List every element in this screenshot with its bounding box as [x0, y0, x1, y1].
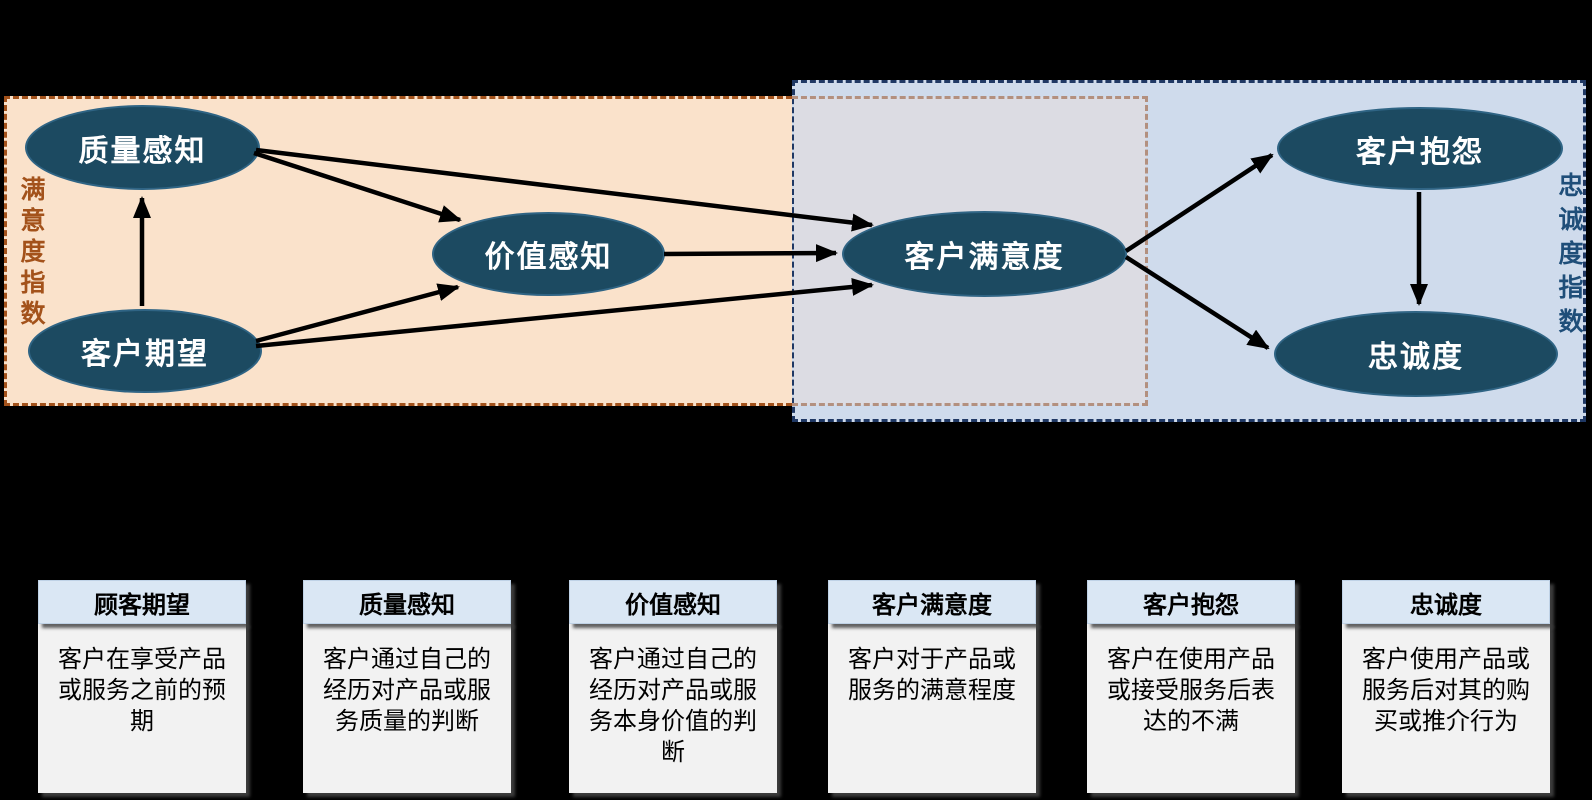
card-description: 客户通过自己的经历对产品或服务质量的判断 — [303, 622, 511, 793]
card-description: 客户在使用产品或接受服务后表达的不满 — [1087, 622, 1295, 793]
card-title: 价值感知 — [569, 580, 777, 624]
card-quality-perception: 质量感知 客户通过自己的经历对产品或服务质量的判断 — [303, 580, 511, 793]
card-customer-expectation: 顾客期望 客户在享受产品或服务之前的预期 — [38, 580, 246, 793]
node-customer-satisfaction: 客户满意度 — [842, 211, 1127, 297]
card-description: 客户通过自己的经历对产品或服务本身价值的判断 — [569, 622, 777, 793]
card-value-perception: 价值感知 客户通过自己的经历对产品或服务本身价值的判断 — [569, 580, 777, 793]
card-title: 客户满意度 — [828, 580, 1036, 624]
card-customer-satisfaction: 客户满意度 客户对于产品或服务的满意程度 — [828, 580, 1036, 793]
card-title: 客户抱怨 — [1087, 580, 1295, 624]
node-quality-perception: 质量感知 — [25, 105, 260, 190]
satisfaction-index-label: 满意度指数 — [17, 176, 45, 331]
card-description: 客户对于产品或服务的满意程度 — [828, 622, 1036, 793]
card-loyalty: 忠诚度 客户使用产品或服务后对其的购买或推介行为 — [1342, 580, 1550, 793]
node-loyalty: 忠诚度 — [1274, 311, 1558, 397]
node-customer-complaint: 客户抱怨 — [1277, 107, 1563, 190]
card-description: 客户使用产品或服务后对其的购买或推介行为 — [1342, 622, 1550, 793]
card-description: 客户在享受产品或服务之前的预期 — [38, 622, 246, 793]
card-customer-complaint: 客户抱怨 客户在使用产品或接受服务后表达的不满 — [1087, 580, 1295, 793]
loyalty-index-label: 忠诚度指数 — [1555, 172, 1583, 342]
card-title: 忠诚度 — [1342, 580, 1550, 624]
card-title: 顾客期望 — [38, 580, 246, 624]
card-title: 质量感知 — [303, 580, 511, 624]
node-value-perception: 价值感知 — [432, 212, 665, 296]
node-customer-expectation: 客户期望 — [28, 309, 262, 393]
